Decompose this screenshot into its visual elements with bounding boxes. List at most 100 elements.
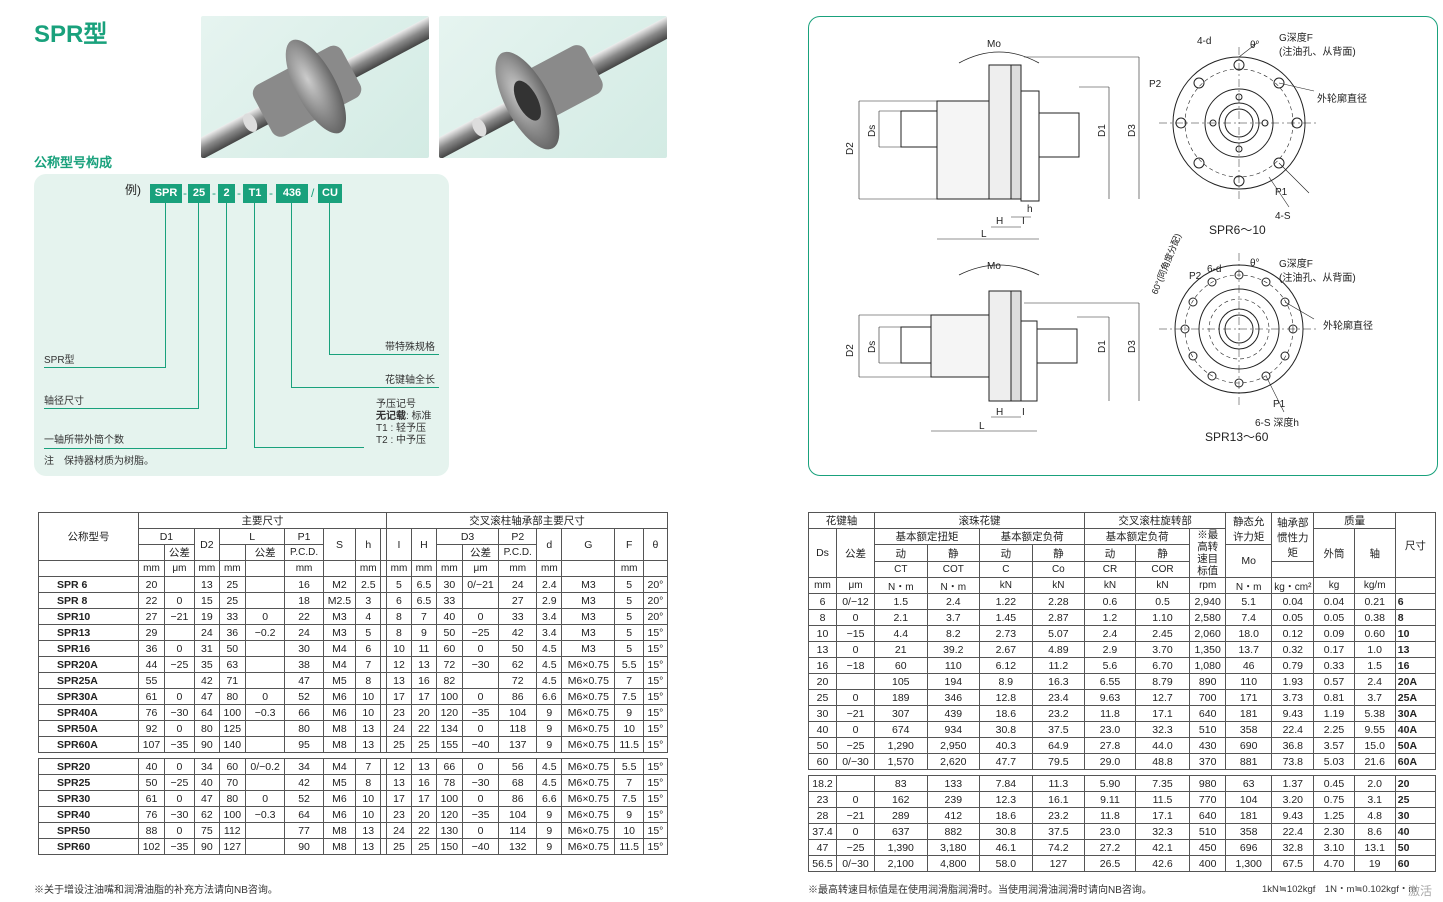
table-cell: 16 [410, 774, 437, 791]
table-cell: M3 [561, 608, 616, 625]
table-cell: 110 [1225, 673, 1273, 690]
label-theta: θ° [1250, 40, 1260, 51]
th-ds: Ds [808, 528, 837, 578]
th-dyn-1: 动 [874, 544, 928, 562]
table-cell: 47 [193, 790, 220, 807]
table-cell: 20 [410, 704, 437, 721]
table-cell: 0.33 [1313, 657, 1355, 674]
code-length: 436 [276, 184, 308, 203]
table-cell: 25 [808, 689, 837, 706]
table-cell: 6 [808, 593, 837, 610]
table-cell: 6.5 [410, 592, 437, 609]
table-cell: 2.4 [926, 593, 981, 610]
th-s: S [322, 528, 357, 561]
table-cell: 23 [808, 791, 837, 808]
table-cell: 30 [435, 576, 463, 593]
table-cell: 20 [138, 576, 165, 593]
table-cell: 52 [284, 790, 324, 807]
table-cell: 132 [498, 838, 538, 855]
table-cell: 0 [163, 790, 195, 807]
table-cell: 3.10 [1313, 839, 1355, 856]
table-cell: 70 [218, 774, 246, 791]
table-cell: 78 [435, 774, 463, 791]
table-cell: 6.6 [536, 688, 563, 705]
footnote-right: ※最高转速目标值是在使用润滑脂润滑时。当使用润滑油润滑时请向NB咨询。 [808, 885, 1152, 896]
table-cell: 6 [355, 640, 382, 657]
table-cell: 20 [808, 673, 837, 690]
label-4d: 4-d [1197, 36, 1211, 47]
table-cell: 31 [193, 640, 220, 657]
table-cell [163, 672, 195, 689]
table-cell: −21 [163, 608, 195, 625]
table-cell: 8.79 [1134, 673, 1191, 690]
table-cell: 18.2 [808, 775, 837, 792]
table-cell: 60 [435, 640, 463, 657]
table-cell: 0/−30 [836, 855, 875, 872]
table-cell: 0.57 [1313, 673, 1355, 690]
table-cell: 13.7 [1225, 641, 1273, 658]
table-cell: M6 [322, 688, 357, 705]
table-cell: 4.70 [1313, 855, 1355, 872]
label-p2-b: P2 [1189, 271, 1202, 282]
table-cell: 15° [642, 790, 669, 807]
table-cell: 3.73 [1271, 689, 1315, 706]
table-cell: 24 [193, 624, 220, 641]
dim-l-b: L [979, 421, 985, 432]
table-cell: 37.5 [1031, 721, 1086, 738]
table-cell: 9 [410, 624, 437, 641]
table-cell: 60A [1394, 753, 1437, 770]
table-cell: 42 [498, 624, 538, 641]
table-cell: 10 [355, 688, 382, 705]
table-cell: 9.43 [1271, 705, 1315, 722]
table-cell: 430 [1189, 737, 1227, 754]
table-cell: 11.5 [1134, 791, 1191, 808]
table-cell: 20 [1394, 775, 1437, 792]
table-cell: 0.04 [1313, 593, 1355, 610]
table-cell: 0 [461, 640, 500, 657]
table-cell: 61 [138, 790, 165, 807]
table-cell: 60 [808, 753, 837, 770]
table-cell: SPR25A [38, 672, 139, 689]
table-cell: 15° [642, 758, 669, 775]
table-cell: 34 [193, 758, 220, 775]
table-cell: −21 [836, 807, 875, 824]
table-cell: 23.4 [1031, 689, 1086, 706]
table-cell: 90 [284, 838, 324, 855]
table-cell: 52 [284, 688, 324, 705]
th-i: I [385, 528, 412, 561]
table-cell: 510 [1189, 823, 1227, 840]
table-cell: 2.4 [1353, 673, 1396, 690]
main-dimensions-table: 公称型号 主要尺寸 交叉滚柱轴承部主要尺寸 D1 D2 L P1 S h I H… [38, 512, 669, 855]
table-cell: 13 [410, 656, 437, 673]
table-cell: 11.3 [1031, 775, 1086, 792]
table-cell: 3,180 [926, 839, 981, 856]
table-cell: 29 [138, 624, 165, 641]
th-torque: 基本额定扭矩 [873, 528, 981, 545]
legend-length: 花键轴全长 [385, 375, 435, 386]
table-cell: 881 [1225, 753, 1273, 770]
table-cell: 118 [498, 720, 538, 737]
table-cell: 134 [435, 720, 463, 737]
table-cell: 13 [193, 576, 220, 593]
table-cell: M6×0.75 [561, 822, 616, 839]
table-cell [244, 592, 286, 609]
table-cell: 346 [926, 689, 981, 706]
table-cell: 0 [244, 608, 286, 625]
th-size: 尺寸 [1394, 512, 1437, 578]
code-special: CU [318, 184, 342, 203]
table-cell: 439 [926, 705, 981, 722]
table-cell: 133 [926, 775, 981, 792]
table-cell: 696 [1225, 839, 1273, 856]
th-outer: 外筒 [1313, 528, 1355, 578]
table-cell: 510 [1189, 721, 1227, 738]
dim-l: L [981, 229, 987, 240]
table-cell: 50 [498, 640, 538, 657]
table-cell: 15° [642, 822, 669, 839]
table-cell: 27.2 [1084, 839, 1136, 856]
label-oil-hole: (注油孔、从背面) [1279, 45, 1356, 58]
table-cell: 5.90 [1084, 775, 1136, 792]
table-cell: 0.32 [1271, 641, 1315, 658]
